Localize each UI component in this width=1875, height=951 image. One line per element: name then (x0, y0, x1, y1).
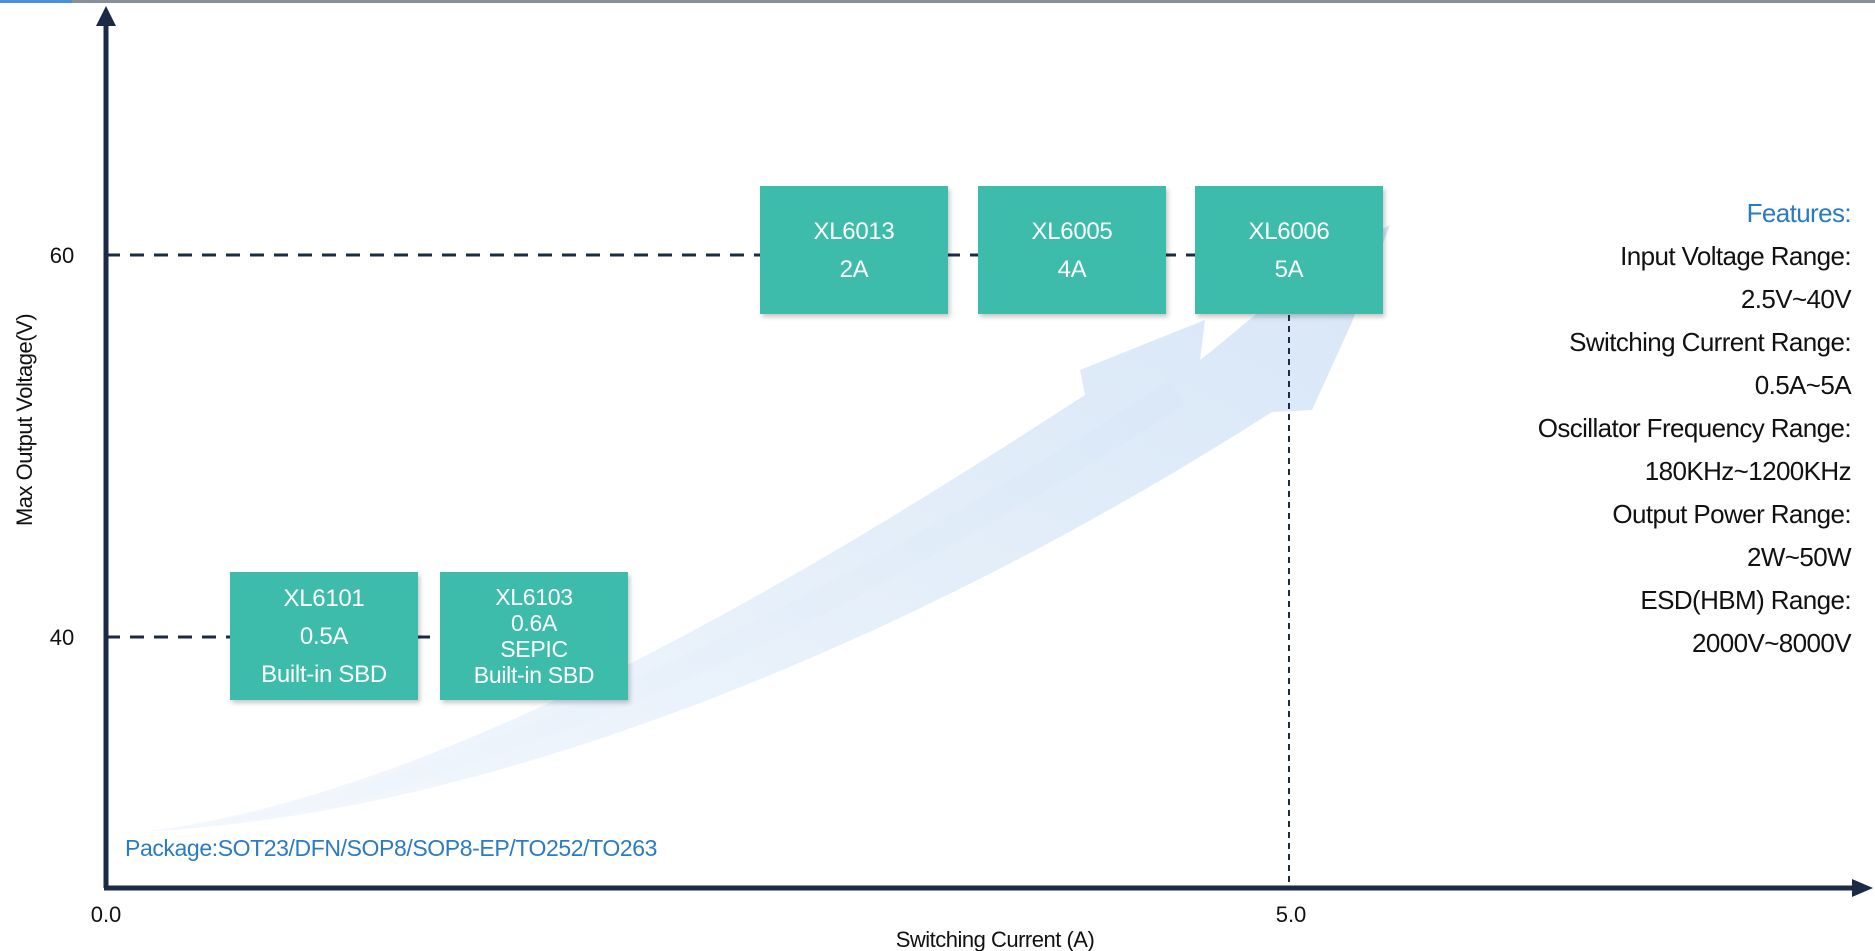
x-tick-label: 0.0 (91, 902, 122, 927)
x-axis-label: Switching Current (A) (896, 927, 1095, 951)
feature-line: Output Power Range: (1612, 499, 1851, 529)
tick-labels: 0.0 5.0 40 60 (50, 243, 1307, 927)
feature-line: Oscillator Frequency Range: (1537, 413, 1852, 443)
x-axis-arrowhead (1852, 879, 1873, 897)
product-box-bg (230, 572, 418, 700)
product-box-bg (440, 572, 628, 700)
product-note: Built-in SBD (474, 662, 594, 688)
product-name: XL6005 (1032, 218, 1113, 245)
product-current: 5A (1275, 256, 1304, 283)
top-rule (0, 0, 1875, 3)
feature-line: ESD(HBM) Range: (1640, 585, 1851, 615)
feature-line: 0.5A~5A (1754, 370, 1852, 400)
x-tick-label: 5.0 (1276, 902, 1307, 927)
product-box-bg (978, 186, 1166, 314)
feature-line: 2000V~8000V (1692, 628, 1852, 658)
guide-lines (106, 253, 1290, 888)
product-note: SEPIC (500, 636, 568, 662)
feature-line: Input Voltage Range: (1620, 241, 1851, 271)
y-tick-label: 60 (50, 243, 74, 268)
product-name: XL6103 (495, 584, 573, 610)
y-tick-label: 40 (50, 625, 74, 650)
product-current: 0.6A (511, 610, 558, 636)
feature-line: 180KHz~1200KHz (1644, 456, 1852, 486)
axes (96, 6, 1873, 897)
product-box-xl6013: XL6013 2A (760, 186, 948, 314)
top-accent-bar (0, 0, 72, 3)
features-panel: Features: Input Voltage Range: 2.5V~40V … (1431, 192, 1852, 665)
product-box-xl6005: XL6005 4A (978, 186, 1166, 314)
product-current: 0.5A (300, 623, 348, 650)
product-box-bg (1195, 186, 1383, 314)
product-box-xl6101: XL6101 0.5A Built-in SBD (230, 572, 418, 700)
growth-arrow (150, 225, 1390, 831)
product-box-bg (760, 186, 948, 314)
product-name: XL6013 (814, 218, 895, 245)
y-axis-label: Max Output Voltage(V) (12, 314, 37, 526)
features-title: Features: (1746, 198, 1852, 228)
feature-line: Switching Current Range: (1569, 327, 1851, 357)
product-current: 2A (840, 256, 869, 283)
feature-line: 2W~50W (1746, 542, 1852, 572)
product-current: 4A (1058, 256, 1087, 283)
product-note: Built-in SBD (261, 661, 387, 688)
product-box-xl6006: XL6006 5A (1195, 186, 1383, 314)
feature-line: 2.5V~40V (1740, 284, 1852, 314)
product-name: XL6006 (1249, 218, 1330, 245)
product-name: XL6101 (284, 585, 365, 612)
package-note: Package:SOT23/DFN/SOP8/SOP8-EP/TO252/TO2… (125, 835, 657, 861)
y-axis-arrowhead (96, 6, 116, 26)
